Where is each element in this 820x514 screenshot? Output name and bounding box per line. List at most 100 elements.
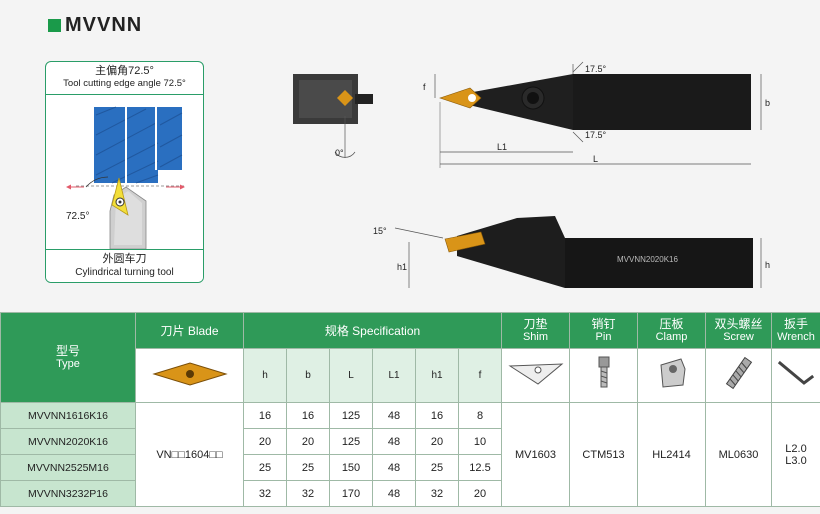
cell-L: 150: [329, 454, 373, 481]
col-L: L: [329, 348, 373, 403]
cell-f: 12.5: [458, 454, 502, 481]
wrench-header-cn: 扳手: [783, 316, 808, 331]
blade-value: VN□□1604□□: [135, 402, 244, 507]
cell-L1: 48: [372, 428, 416, 455]
angle-side-label: 15°: [373, 226, 387, 236]
shim-header-cn: 刀垫: [523, 316, 548, 331]
dim-f-label: f: [423, 82, 426, 92]
wrench-header: 扳手 Wrench: [771, 312, 820, 349]
dim-L1-label: L1: [497, 142, 507, 152]
cell-h1: 20: [415, 428, 459, 455]
screw-header-en: Screw: [723, 330, 754, 343]
pin-value: CTM513: [569, 402, 638, 507]
screw-icon: [725, 356, 752, 390]
top-view-shank: [573, 74, 751, 130]
clamp-header: 压板 Clamp: [637, 312, 706, 349]
screw-value: ML0630: [705, 402, 772, 507]
clamp-header-cn: 压板: [659, 316, 684, 331]
wrench-icon: [777, 360, 815, 385]
spec-header: 规格 Specification: [243, 312, 502, 349]
pin-header-en: Pin: [595, 330, 612, 343]
spec-table-wrap: 型号 Type 刀片 Blade 规格 Specification 刀垫 Shi…: [0, 312, 820, 514]
cell-f: 20: [458, 480, 502, 507]
cell-L: 170: [329, 480, 373, 507]
side-view-insert: [444, 231, 486, 253]
panel-header: 主偏角72.5° Tool cutting edge angle 72.5°: [46, 62, 203, 95]
cutting-illustration: 72.5°: [66, 106, 186, 249]
cell-h: 25: [243, 454, 287, 481]
cell-L1: 48: [372, 480, 416, 507]
panel-header-en: Tool cutting edge angle 72.5°: [63, 78, 186, 89]
angle-top-label: 17.5°: [585, 64, 607, 74]
feed-arrow-left: [66, 184, 84, 190]
screw-header: 双头螺丝 Screw: [705, 312, 772, 349]
angle-label: 72.5°: [66, 211, 89, 222]
col-h: h: [243, 348, 287, 403]
angle-bottom-label: 17.5°: [585, 130, 607, 140]
clamp-image-cell: [637, 348, 706, 403]
angle-zero-label: 0°: [335, 148, 344, 158]
cutting-angle-panel: 主偏角72.5° Tool cutting edge angle 72.5°: [45, 61, 204, 283]
cell-L1: 48: [372, 454, 416, 481]
cell-b: 16: [286, 402, 330, 429]
cell-h: 32: [243, 480, 287, 507]
panel-footer: 外圆车刀 Cylindrical turning tool: [46, 249, 203, 282]
title-marker: [48, 19, 61, 32]
col-h1: h1: [415, 348, 459, 403]
cell-b: 25: [286, 454, 330, 481]
blade-image-cell: [135, 348, 244, 403]
clamp-header-en: Clamp: [655, 330, 688, 343]
cell-f: 8: [458, 402, 502, 429]
top-view-insert: [439, 87, 482, 109]
wrench-value: L2.0 L3.0: [771, 402, 820, 507]
pin-header: 销钉 Pin: [569, 312, 638, 349]
shim-header: 刀垫 Shim: [501, 312, 570, 349]
pin-icon: [598, 356, 609, 388]
insert-shape: [111, 177, 129, 216]
cell-h: 16: [243, 402, 287, 429]
cell-L: 125: [329, 402, 373, 429]
clamp-icon: [659, 358, 686, 388]
panel-footer-en: Cylindrical turning tool: [75, 267, 174, 278]
cell-f: 10: [458, 428, 502, 455]
top-view-head: [440, 74, 573, 130]
row-type: MVVNN1616K16: [0, 402, 136, 429]
cell-b: 20: [286, 428, 330, 455]
blade-insert-icon: [151, 362, 228, 386]
type-header-en: Type: [56, 357, 80, 370]
technical-drawing: 0° 17.5° 17.5° f b L1 L MVVNN2020K16 15°: [293, 61, 770, 288]
screw-image-cell: [705, 348, 772, 403]
page-title: MVVNN: [48, 14, 142, 37]
shim-image-cell: [501, 348, 570, 403]
wrench-header-en: Wrench: [777, 330, 815, 343]
holder-engraving: MVVNN2020K16: [617, 255, 678, 264]
dim-h1-label: h1: [397, 262, 407, 272]
screw-header-cn: 双头螺丝: [714, 316, 763, 331]
row-type: MVVNN3232P16: [0, 480, 136, 507]
shim-icon: [507, 363, 563, 385]
clamp-value: HL2414: [637, 402, 706, 507]
cell-h: 20: [243, 428, 287, 455]
wrench-value-2: L3.0: [785, 454, 807, 467]
col-L1: L1: [372, 348, 416, 403]
cell-h1: 16: [415, 402, 459, 429]
shim-value: MV1603: [501, 402, 570, 507]
pin-header-cn: 销钉: [591, 316, 616, 331]
row-type: MVVNN2525M16: [0, 454, 136, 481]
side-view-shank: [565, 238, 753, 288]
workpiece-right: [158, 107, 182, 170]
dim-L-label: L: [593, 154, 598, 164]
cell-h1: 32: [415, 480, 459, 507]
cell-h1: 25: [415, 454, 459, 481]
panel-footer-cn: 外圆车刀: [102, 253, 147, 265]
cell-L1: 48: [372, 402, 416, 429]
wrench-value-1: L2.0: [785, 442, 807, 455]
col-f: f: [458, 348, 502, 403]
panel-header-cn: 主偏角72.5°: [95, 65, 154, 77]
wrench-image-cell: [771, 348, 820, 403]
blade-header: 刀片 Blade: [135, 312, 244, 349]
type-header-cn: 型号: [55, 343, 80, 358]
side-view-head: [457, 216, 565, 288]
feed-arrow-right: [166, 184, 185, 190]
shim-header-en: Shim: [522, 330, 549, 343]
